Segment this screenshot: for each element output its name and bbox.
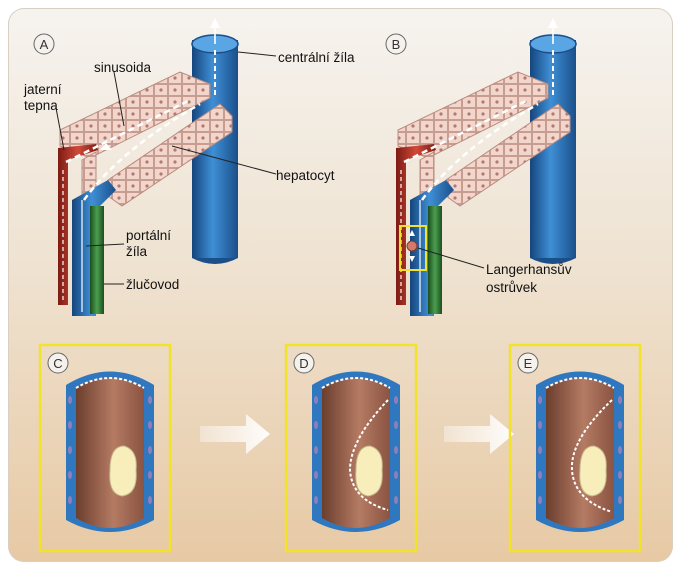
label-portal-vein-line1: portální [126, 228, 171, 243]
panel-a-badge [33, 33, 55, 55]
panel-d-frame [284, 343, 418, 553]
panel-a-letter: A [40, 37, 49, 52]
islet-c [109, 445, 137, 497]
label-islet-line1: Langerhansův [486, 262, 572, 277]
panel-b: B Langerhansův ostrůvek [385, 18, 577, 316]
islet-d [355, 445, 383, 497]
label-hepatocyte: hepatocyt [276, 168, 335, 183]
panel-d-letter: D [299, 356, 308, 371]
hepatic-artery-a [58, 144, 98, 305]
islet-highlight-box-b [399, 225, 427, 271]
label-central-vein: centrální žíla [278, 50, 355, 65]
panel-c-badge [47, 352, 69, 374]
panel-d: D [284, 343, 418, 553]
panel-d-badge [293, 352, 315, 374]
hepatocyte-plate-upper-b [397, 71, 549, 159]
hepatocyte-plate-upper-a [59, 71, 211, 159]
label-islet-line2: ostrůvek [486, 280, 537, 295]
progression-arrow-2 [444, 414, 514, 454]
label-hepatic-artery-line2: tepna [24, 98, 58, 113]
panel-b-letter: B [392, 37, 401, 52]
panel-e-badge [517, 352, 539, 374]
label-portal-vein-line2: žíla [126, 244, 148, 259]
panel-c: C [38, 343, 172, 553]
islet-b [406, 240, 418, 252]
panel-e: E [508, 343, 642, 553]
panel-e-letter: E [524, 356, 533, 371]
bile-duct-b [428, 206, 442, 314]
progression-arrow-1 [200, 414, 270, 454]
panel-a: A centrální žíla sinusoida jaterní tepna… [23, 18, 355, 316]
bile-duct-a [90, 206, 104, 314]
panel-e-frame [508, 343, 642, 553]
panel-b-badge [385, 33, 407, 55]
label-hepatic-artery-line1: jaterní [23, 82, 62, 97]
label-bile-duct: žlučovod [126, 277, 179, 292]
label-sinusoid: sinusoida [94, 60, 152, 75]
panel-c-frame [38, 343, 172, 553]
hepatic-artery-b [396, 144, 436, 305]
panel-c-letter: C [53, 356, 62, 371]
islet-e [579, 445, 607, 497]
